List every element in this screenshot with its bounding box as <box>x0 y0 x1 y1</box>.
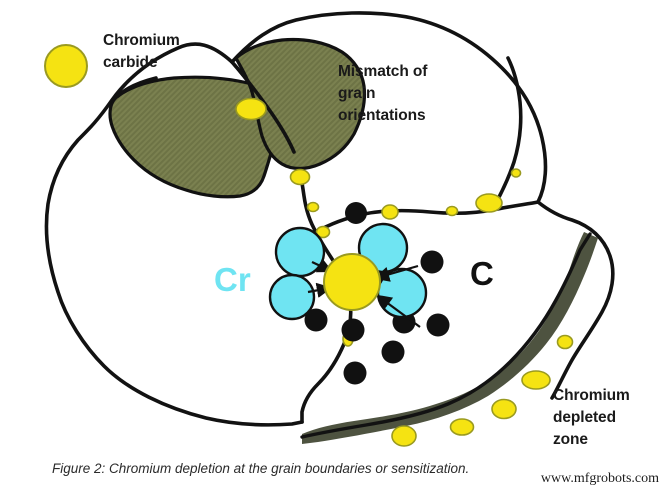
carbide-particle <box>556 334 574 350</box>
carbon-atom <box>343 361 367 385</box>
legend-chromium-carbide-label-line2: carbide <box>103 54 158 71</box>
mismatch-label-line2: grain <box>338 85 375 102</box>
carbide-particle <box>235 97 267 121</box>
carbide-particle <box>475 193 503 213</box>
grain-outline-right <box>536 200 615 400</box>
grain-outline-perimeter <box>44 42 304 427</box>
legend-chromium-carbide-marker <box>44 44 88 88</box>
carbide-particle <box>381 204 399 220</box>
grain-boundary-over-olive <box>116 60 296 154</box>
caption-bar: Figure 2: Chromium depletion at the grai… <box>0 455 665 495</box>
carbide-particle <box>521 370 551 390</box>
chromium-symbol-label: Cr <box>214 261 251 298</box>
chromium-atom <box>268 273 316 321</box>
carbon-atom <box>426 313 450 337</box>
grain-boundary-depleted <box>300 232 592 439</box>
carbide-particle <box>306 201 320 213</box>
grain-boundary-triple-junction <box>490 56 523 212</box>
carbide-particle <box>449 418 475 436</box>
depleted-zone-label-line1: Chromium <box>553 387 630 404</box>
figure-caption: Figure 2: Chromium depletion at the grai… <box>52 461 470 476</box>
carbon-atom <box>341 318 365 342</box>
carbon-atom <box>420 250 444 274</box>
carbide-particle <box>491 398 517 420</box>
chromium-atom <box>274 226 326 278</box>
carbide-particle <box>315 225 331 239</box>
carbide-particle <box>445 205 459 217</box>
grain-outline-top <box>230 11 548 204</box>
carbon-symbol-label: C <box>470 255 494 292</box>
legend-chromium-carbide-label-line1: Chromium <box>103 32 180 49</box>
depleted-zone-label-line3: zone <box>553 431 588 448</box>
mismatch-label-line1: Mismatch of <box>338 63 428 80</box>
watermark: www.mfgrobots.com <box>540 471 659 486</box>
carbide-particle <box>391 425 417 447</box>
carbon-atom <box>381 340 405 364</box>
mismatch-label-line3: orientations <box>338 107 426 124</box>
carbide-particle <box>510 168 522 178</box>
diffusion-arrow <box>376 294 421 328</box>
carbon-atom <box>304 308 328 332</box>
carbide-particle <box>289 168 311 186</box>
growing-carbide-particle <box>323 253 381 311</box>
diffusion-arrow <box>373 264 419 282</box>
carbide-particles-on-boundaries <box>235 97 574 447</box>
depleted-zone-label-line2: depleted <box>553 409 616 426</box>
carbon-atom <box>345 202 367 224</box>
